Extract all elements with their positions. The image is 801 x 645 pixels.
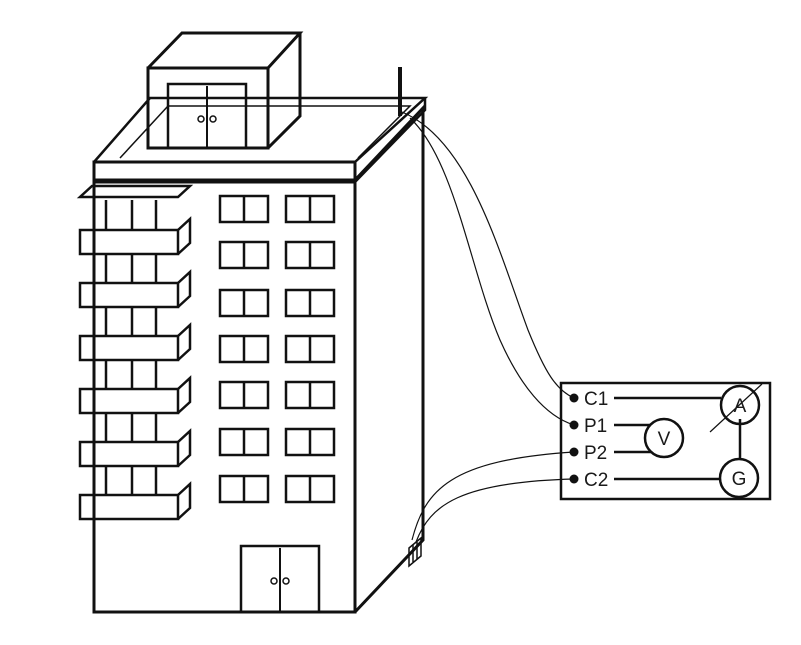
roof-slab-side xyxy=(354,98,427,183)
balcony-unit xyxy=(78,412,192,468)
voltmeter-label: V xyxy=(658,429,671,450)
ammeter: A xyxy=(709,383,763,433)
building xyxy=(76,31,429,614)
terminal-c1-dot xyxy=(569,393,579,403)
entrance-door xyxy=(239,544,321,614)
balcony-unit xyxy=(78,306,192,362)
test-leads xyxy=(401,111,575,543)
lead-p2 xyxy=(411,451,575,541)
balcony-unit xyxy=(78,253,192,309)
terminal-p2-dot xyxy=(569,447,579,457)
terminal-c2-dot xyxy=(569,474,579,484)
meter-box xyxy=(559,381,772,501)
terminal-p1-dot xyxy=(569,420,579,430)
voltmeter: V xyxy=(643,417,685,459)
building-side-face xyxy=(353,104,425,614)
ammeter-label: A xyxy=(734,396,747,417)
generator: G xyxy=(718,457,760,499)
earth-tester: C1 P1 P2 C2 A V G xyxy=(559,381,772,501)
windows xyxy=(218,194,336,504)
terminal-p1-label: P1 xyxy=(584,416,607,437)
terminal-c2-label: C2 xyxy=(584,470,608,491)
ground-connection-box xyxy=(408,536,422,568)
roof-slab-top xyxy=(93,96,429,163)
roof-parapet xyxy=(119,105,412,159)
lead-c1 xyxy=(401,111,575,399)
terminal-c1-label: C1 xyxy=(584,389,608,410)
terminal-p2-label: P2 xyxy=(584,443,607,464)
balconies xyxy=(76,184,194,521)
lead-p1 xyxy=(409,117,575,426)
rooftop-stairhouse xyxy=(146,31,304,150)
balcony-unit xyxy=(78,200,192,256)
balcony-unit xyxy=(78,359,192,415)
lead-c2 xyxy=(415,478,575,543)
balcony-unit xyxy=(78,465,192,521)
generator-label: G xyxy=(732,469,747,490)
